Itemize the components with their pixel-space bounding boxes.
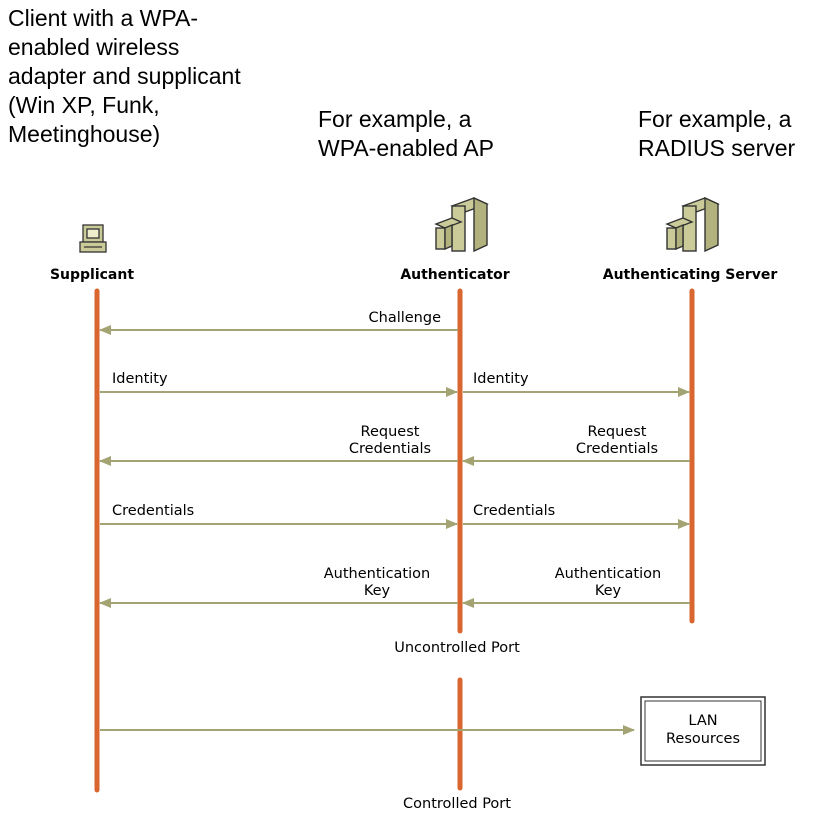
server-tower-icon [665, 196, 720, 253]
uncontrolled-port-label: Uncontrolled Port [394, 640, 520, 656]
challenge-label: Challenge [369, 310, 442, 326]
authentication-key-label-2b: Key [595, 583, 622, 599]
authentication-key-label-1a: Authentication [324, 566, 430, 582]
credentials-label-1: Credentials [112, 503, 194, 519]
ap-description: For example, a WPA-enabled AP [318, 106, 495, 161]
server-tower-icon [434, 196, 489, 253]
computer-icon [79, 224, 107, 253]
server-description: For example, a RADIUS server [638, 106, 796, 161]
client-description: Client with a WPA- enabled wireless adap… [8, 5, 241, 147]
lan-resources-box: LAN Resources [640, 696, 766, 766]
identity-label-2: Identity [473, 371, 529, 387]
controlled-port-label: Controlled Port [403, 796, 511, 812]
authentication-key-label-2a: Authentication [555, 566, 661, 582]
credentials-label-2b: Credentials [576, 441, 658, 457]
authenticator-label: Authenticator [400, 267, 509, 283]
authenticating-server-label: Authenticating Server [603, 267, 778, 283]
request-label-1: Request [361, 424, 420, 440]
lan-label: LAN [688, 713, 717, 729]
resources-label: Resources [666, 731, 740, 747]
credentials-label-1b: Credentials [349, 441, 431, 457]
identity-label-1: Identity [112, 371, 168, 387]
credentials-label-2: Credentials [473, 503, 555, 519]
authentication-key-label-1b: Key [364, 583, 391, 599]
supplicant-label: Supplicant [50, 267, 134, 283]
request-label-2: Request [588, 424, 647, 440]
